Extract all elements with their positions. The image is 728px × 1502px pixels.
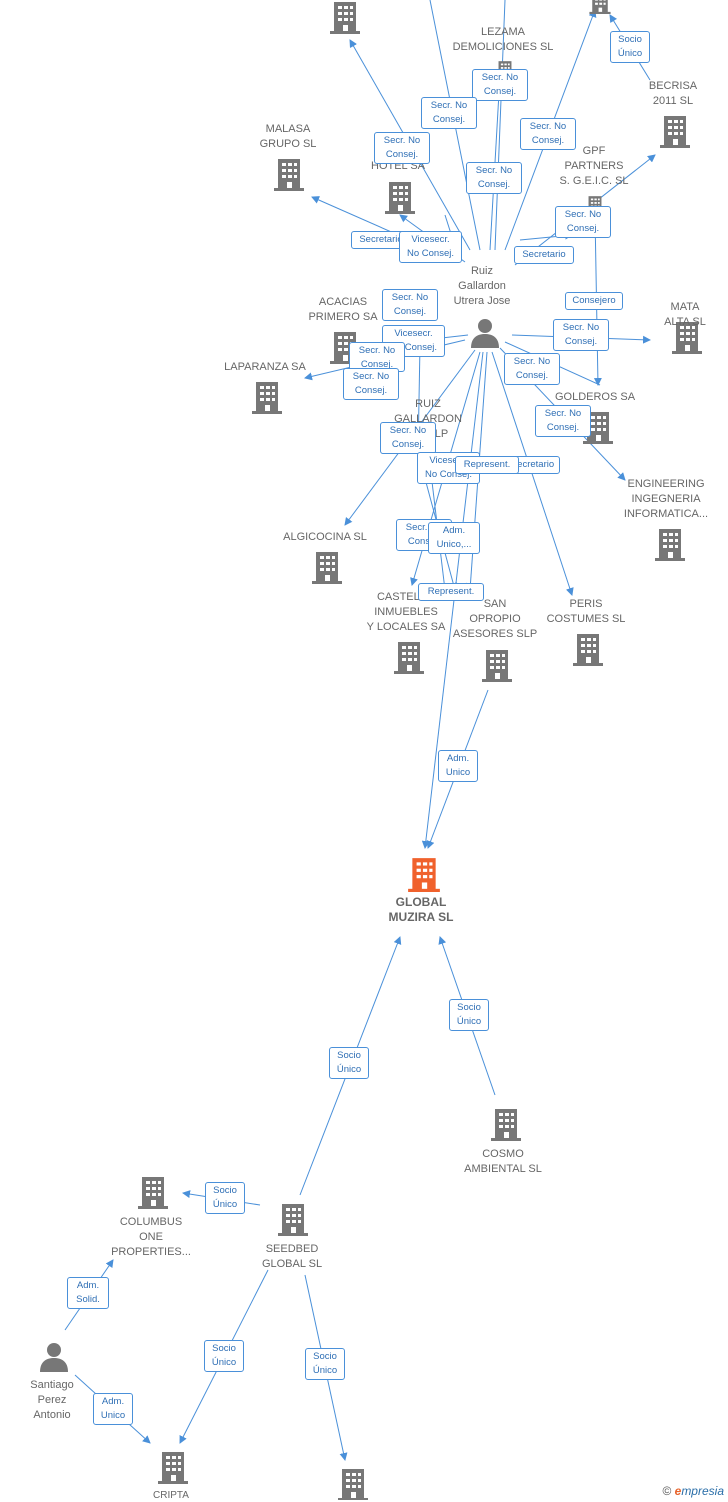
edge-label[interactable]: Adm. Unico <box>93 1393 133 1425</box>
edge-label[interactable]: Adm. Unico,... <box>428 522 480 554</box>
node-label-cripta[interactable]: CRIPTA <box>153 1490 189 1501</box>
building-icon-main <box>408 858 440 892</box>
node-label-sanopropio[interactable]: SAN OPROPIO ASESORES SLP <box>452 598 538 640</box>
edge-label[interactable]: Secr. No Consej. <box>520 118 576 150</box>
node-label-malasa[interactable]: MALASA GRUPO SL <box>259 123 317 150</box>
building-icon <box>394 642 424 674</box>
edge-label[interactable]: Socio Único <box>305 1348 345 1380</box>
edge-label[interactable]: Secr. No Consej. <box>421 97 477 129</box>
building-icon <box>660 116 690 148</box>
building-icon <box>252 382 282 414</box>
node-label-algicocina[interactable]: ALGICOCINA SL <box>283 531 367 543</box>
empresia-footer[interactable]: © empresia <box>662 1484 724 1498</box>
node-label-columbus[interactable]: COLUMBUS ONE PROPERTIES... <box>111 1216 191 1258</box>
building-icon <box>138 1177 168 1209</box>
brand-logo-text: mpresia <box>681 1484 724 1498</box>
edge-label[interactable]: Vicesecr. No Consej. <box>399 231 462 263</box>
building-icon <box>330 2 360 34</box>
building-icon <box>589 0 611 14</box>
node-label-lezama[interactable]: LEZAMA DEMOLICIONES SL <box>452 26 554 53</box>
node-label-golderos[interactable]: GOLDEROS SA <box>554 391 636 403</box>
node-label-global-muzira[interactable]: GLOBAL MUZIRA SL <box>388 895 454 924</box>
node-label-santiago[interactable]: Santiago Perez Antonio <box>30 1379 74 1421</box>
building-icon <box>491 1109 521 1141</box>
building-icon <box>573 634 603 666</box>
edge-label[interactable]: Secr. No Consej. <box>553 319 609 351</box>
edge-label[interactable]: Represent. <box>455 456 519 474</box>
building-icon <box>312 552 342 584</box>
edge-label[interactable]: Socio Único <box>610 31 650 63</box>
node-label-castell[interactable]: CASTELL... INMUEBLES Y LOCALES SA <box>366 591 446 633</box>
copyright-symbol: © <box>662 1484 672 1498</box>
edge-label[interactable]: Secr. No Consej. <box>466 162 522 194</box>
edge-label[interactable]: Socio Único <box>204 1340 244 1372</box>
edge-label[interactable]: Socio Único <box>329 1047 369 1079</box>
person-icon <box>40 1343 68 1372</box>
brand-logo-e: e <box>674 1484 682 1498</box>
node-label-gpf[interactable]: GPF PARTNERS S. G.E.I.C. SL <box>559 145 629 187</box>
building-icon <box>338 1469 368 1500</box>
edge-label[interactable]: Secretario <box>514 246 574 264</box>
node-label-mataalta[interactable]: MATA ALTA SL <box>664 301 706 328</box>
node-label-laparanza[interactable]: LAPARANZA SA <box>224 361 306 373</box>
building-icon <box>385 182 415 214</box>
building-icon <box>274 159 304 191</box>
building-icon <box>482 650 512 682</box>
edge-label[interactable]: Adm. Solid. <box>67 1277 109 1309</box>
node-label-becrisa[interactable]: BECRISA 2011 SL <box>648 80 698 107</box>
edge-label[interactable]: Secr. No Consej. <box>535 405 591 437</box>
node-label-cosmo[interactable]: COSMO AMBIENTAL SL <box>464 1148 542 1175</box>
edge-label[interactable]: Secr. No Consej. <box>343 368 399 400</box>
building-icon <box>655 529 685 561</box>
edge-label[interactable]: Consejero <box>565 292 623 310</box>
building-icon <box>278 1204 308 1236</box>
edge-label[interactable]: Socio Único <box>449 999 489 1031</box>
edge-label[interactable]: Represent. <box>418 583 484 601</box>
building-icon <box>158 1452 188 1484</box>
edge-label[interactable]: Socio Único <box>205 1182 245 1214</box>
edge-label[interactable]: Secr. No Consej. <box>380 422 436 454</box>
node-label-peris[interactable]: PERIS COSTUMES SL <box>546 598 626 625</box>
node-label-ruiz-jose[interactable]: Ruiz Gallardon Utrera Jose <box>453 265 511 307</box>
edge-label[interactable]: Secr. No Consej. <box>382 289 438 321</box>
edge-label[interactable]: Secr. No Consej. <box>374 132 430 164</box>
node-label-seedbed[interactable]: SEEDBED GLOBAL SL <box>261 1243 323 1270</box>
node-label-acacias[interactable]: ACACIAS PRIMERO SA <box>308 296 378 323</box>
edge-label[interactable]: Adm. Unico <box>438 750 478 782</box>
node-label-engineering[interactable]: ENGINEERING INGEGNERIA INFORMATICA... <box>623 478 709 520</box>
edge-label[interactable]: Secr. No Consej. <box>555 206 611 238</box>
person-icon <box>471 319 499 348</box>
edge-label[interactable]: Secr. No Consej. <box>472 69 528 101</box>
edge-label[interactable]: Secr. No Consej. <box>504 353 560 385</box>
